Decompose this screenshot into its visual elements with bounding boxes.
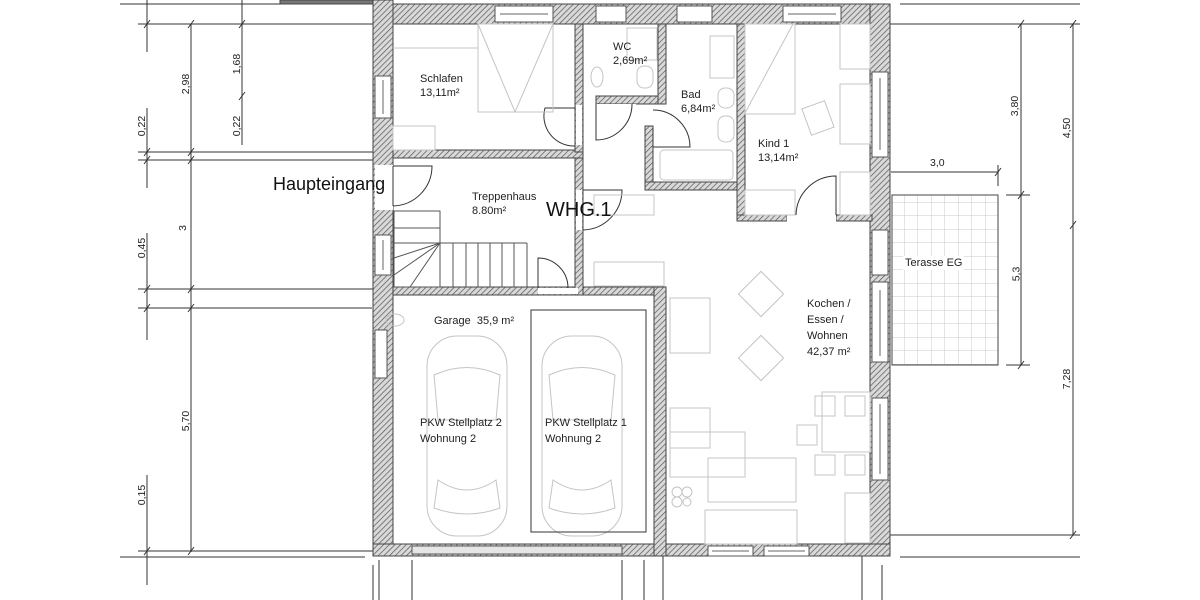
room-name: Schlafen <box>420 73 463 85</box>
car-2-outline <box>541 335 623 537</box>
room-area: 13,11m² <box>420 87 460 99</box>
terrace-tiles <box>891 194 999 366</box>
room-label-kind1[interactable]: Kind 1 13,14m² <box>758 137 798 165</box>
dim-left-outer-3: 0,15 <box>136 484 149 506</box>
room-label-kochen-essen-wohnen[interactable]: Kochen / Essen / Wohnen 42,37 m² <box>807 296 850 360</box>
dim-left-inner-3: 5,70 <box>180 410 193 432</box>
dimension-lines-left <box>120 0 375 585</box>
room-label-garage[interactable]: Garage 35,9 m² <box>434 314 514 328</box>
room-label-treppenhaus[interactable]: Treppenhaus 8.80m² <box>472 190 536 218</box>
room-name-line-3: Wohnen <box>807 330 848 342</box>
parking-line-1: PKW Stellplatz 2 <box>420 417 502 429</box>
dimension-ticks-right <box>994 19 1077 540</box>
room-name-line-1: Kochen / <box>807 298 851 310</box>
dim-right-inner-1: 3,80 <box>1009 95 1022 117</box>
room-label-wc[interactable]: WC 2,69m² <box>613 40 647 68</box>
dimension-lines-right <box>880 3 1080 558</box>
room-area: 35,9 m² <box>476 315 515 327</box>
dim-right-inner-2: 5,3 <box>1010 266 1023 282</box>
dim-left-outer-2: 0,45 <box>136 237 149 259</box>
room-label-terasse[interactable]: Terasse EG <box>903 256 965 270</box>
room-area: 6,84m² <box>681 103 716 115</box>
room-name: Bad <box>681 89 701 101</box>
dim-left-window-2: 0,22 <box>231 115 244 137</box>
parking-slot-1-frame <box>530 309 647 533</box>
parking-line-2: Wohnung 2 <box>420 433 477 445</box>
room-name: Kind 1 <box>758 138 790 150</box>
room-name: Treppenhaus <box>472 191 537 203</box>
dim-left-inner-2: 3 <box>176 225 189 231</box>
room-name-line-2: Essen / <box>807 314 844 326</box>
dim-terrace-width: 3,0 <box>930 157 945 169</box>
room-name: WC <box>613 41 632 53</box>
room-label-schlafen[interactable]: Schlafen 13,11m² <box>420 72 463 100</box>
room-area: 2,69m² <box>613 55 648 67</box>
parking-line-1: PKW Stellplatz 1 <box>545 417 627 429</box>
dim-right-outer-1: 4,50 <box>1061 117 1074 139</box>
room-area: 42,37 m² <box>807 346 851 358</box>
dim-left-window-1: 1,68 <box>231 53 244 75</box>
room-name: Garage <box>434 315 471 327</box>
dim-left-outer-1: 0,22 <box>136 115 149 137</box>
furniture <box>385 23 871 545</box>
room-label-bad[interactable]: Bad 6,84m² <box>681 88 715 116</box>
dimension-ticks-left <box>143 19 246 556</box>
car-1-outline <box>426 335 508 537</box>
room-area: 8.80m² <box>472 205 507 217</box>
room-name: Terasse EG <box>905 257 963 269</box>
door-swings <box>392 103 837 289</box>
entrance-label: Haupteingang <box>273 174 386 194</box>
parking-line-2: Wohnung 2 <box>545 433 602 445</box>
staircase <box>393 210 528 288</box>
apartment-title: WHG.1 <box>546 199 612 221</box>
dim-left-inner-1: 2,98 <box>180 73 193 95</box>
dim-right-outer-2: 7,28 <box>1061 368 1074 390</box>
parking-label-stellplatz-2[interactable]: PKW Stellplatz 2 Wohnung 2 <box>420 415 502 447</box>
room-area: 13,14m² <box>758 152 799 164</box>
parking-label-stellplatz-1[interactable]: PKW Stellplatz 1 Wohnung 2 <box>545 415 627 447</box>
